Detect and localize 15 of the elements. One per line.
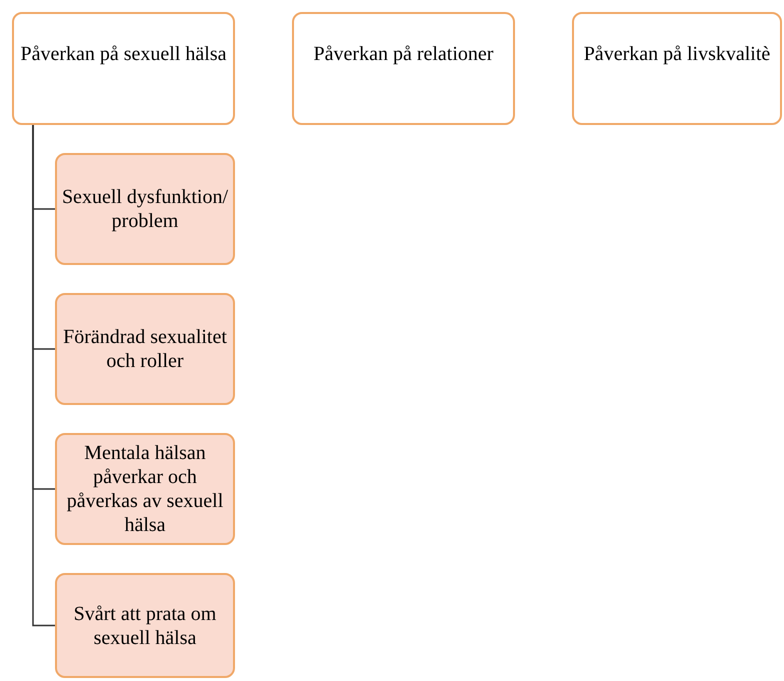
category-box (572, 12, 782, 125)
node-text: Mentala hälsan påverkar och påverkas av sexuell hälsa (66, 441, 224, 537)
connector-line (32, 125, 55, 626)
node-text: Påverkan på sexuell hälsa (20, 42, 227, 66)
node-text: Påverkan på relationer (314, 42, 494, 66)
category-box (12, 12, 235, 125)
node-text: Svårt att prata om sexuell hälsa (72, 602, 218, 650)
subcategory-box (55, 433, 235, 545)
node-text: Sexuell dysfunktion/ problem (61, 185, 229, 233)
category-box (292, 12, 515, 125)
subcategory-box (55, 293, 235, 405)
subcategory-box (55, 153, 235, 265)
node-text: Förändrad sexualitet och roller (62, 325, 228, 373)
subcategory-box (55, 573, 235, 678)
node-text: Påverkan på livskvalitè (584, 42, 770, 66)
